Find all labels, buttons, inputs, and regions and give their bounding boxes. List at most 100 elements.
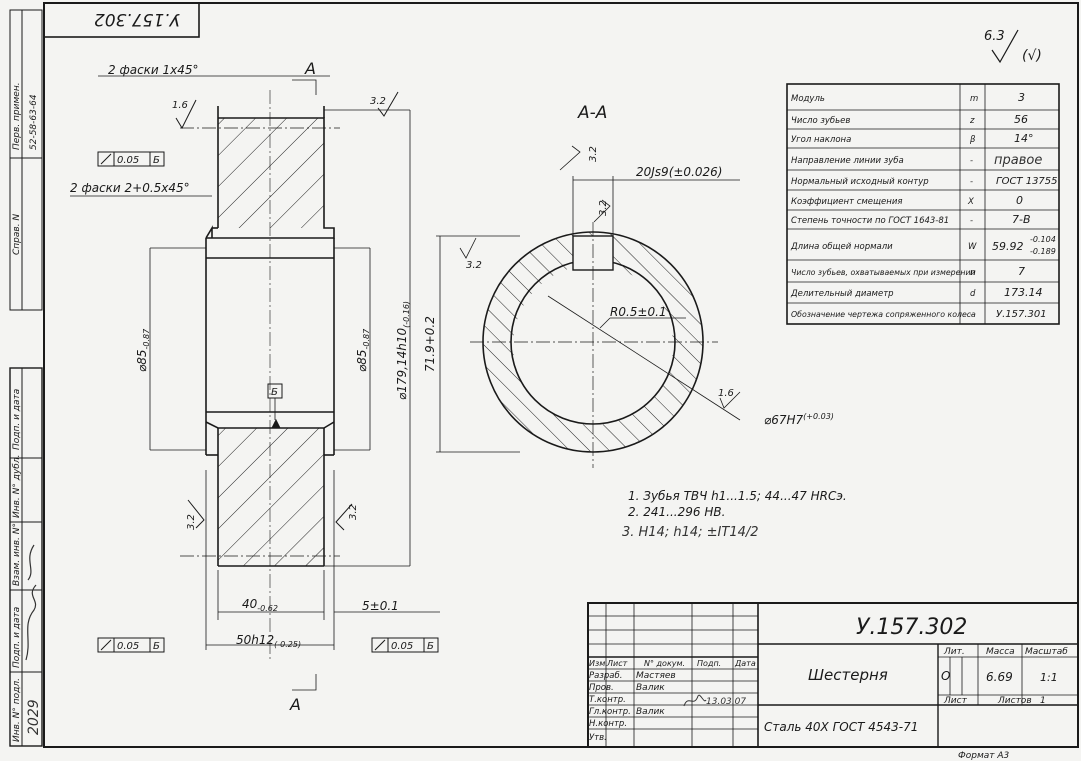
svg-text:56: 56 [1014, 113, 1028, 126]
chamfer-note-2: 2 фаски 2+0.5x45° [70, 181, 190, 195]
svg-text:Б: Б [271, 387, 278, 398]
radius-dim: R0.5±0.1 [610, 305, 667, 319]
svg-text:Утв.: Утв. [589, 733, 607, 743]
format-label: Формат А3 [958, 751, 1010, 761]
svg-text:Мастяев: Мастяев [636, 671, 676, 681]
svg-text:-: - [970, 177, 973, 187]
svg-text:(√): (√) [1022, 48, 1042, 64]
sheet-frame [9, 2, 1079, 748]
svg-text:О: О [941, 669, 950, 683]
svg-text:6.69: 6.69 [986, 670, 1013, 684]
svg-text:Угол наклона: Угол наклона [791, 135, 851, 145]
svg-text:Разраб.: Разраб. [589, 671, 622, 681]
svg-text:0.05: 0.05 [117, 155, 139, 166]
svg-text:X: X [967, 197, 974, 207]
svg-text:z: z [969, 116, 975, 126]
svg-text:1.6: 1.6 [718, 388, 734, 399]
svg-text:n: n [970, 268, 975, 278]
svg-text:Н.контр.: Н.контр. [589, 719, 627, 729]
svg-text:Модуль: Модуль [791, 94, 825, 104]
svg-text:Масса: Масса [986, 647, 1015, 657]
dim-40: 40-0.62 [242, 597, 278, 613]
title-block: Изм. Лист N° докум. Подп. Дата Разраб. М… [587, 602, 1079, 761]
general-roughness: 6.3 (√) [984, 29, 1042, 64]
technical-notes: 1. Зубья ТВЧ h1...1.5; 44...47 HRCэ. 2. … [622, 489, 847, 540]
svg-text:Число зубьев, охватываемых при: Число зубьев, охватываемых при измерении [791, 268, 976, 277]
margin-signature [25, 584, 37, 661]
section-title: А-А [577, 103, 607, 123]
svg-text:-0.104: -0.104 [1030, 235, 1056, 244]
svg-text:Валик: Валик [636, 683, 665, 693]
svg-text:14°: 14° [1014, 132, 1034, 145]
runout-frame-bottom-left [97, 637, 165, 653]
margin-labels: Перв. примен. 52-58-63-64 Справ. N Подп.… [12, 82, 42, 742]
signature-tkontr [683, 694, 707, 707]
tb-designation: У.157.302 [856, 615, 967, 640]
svg-text:Лит.: Лит. [943, 647, 965, 657]
runout-frame-top [97, 151, 165, 167]
bore-dim: ⌀67H7(+0.03) [764, 412, 834, 427]
svg-text:Б: Б [153, 155, 160, 166]
dim-hub: ⌀85-0.87 [355, 328, 371, 372]
section-mark-top: А [304, 59, 316, 78]
stamp-designation-upside-down: У.157.302 [94, 9, 180, 29]
svg-text:Листов: Листов [997, 696, 1032, 706]
svg-text:Направление линии зуба: Направление линии зуба [791, 156, 904, 166]
runout-frame-bottom-right [371, 637, 439, 653]
gear-side-section: 0.05 Б Б 0.05 Б 0.05 Б А А 2 фаски 1x45°… [70, 59, 440, 714]
svg-text:3.2: 3.2 [466, 260, 482, 271]
svg-text:-: - [970, 216, 973, 226]
svg-text:N° докум.: N° докум. [644, 659, 685, 668]
svg-text:-: - [970, 310, 973, 320]
svg-text:Изм.: Изм. [589, 659, 608, 668]
svg-text:1: 1 [1040, 696, 1046, 706]
svg-text:Т.контр.: Т.контр. [589, 695, 626, 705]
svg-text:Подп.: Подп. [697, 659, 721, 668]
svg-text:Пров.: Пров. [589, 683, 614, 693]
margin-inv-podl: Инв. N° подл. [12, 678, 22, 742]
tb-material: Сталь 40Х ГОСТ 4543-71 [764, 720, 918, 734]
svg-text:3.2: 3.2 [186, 514, 197, 530]
svg-text:173.14: 173.14 [1004, 286, 1043, 299]
svg-text:У.157.301: У.157.301 [996, 309, 1047, 320]
svg-text:ГОСТ 13755: ГОСТ 13755 [996, 176, 1058, 187]
svg-text:3.2: 3.2 [598, 200, 609, 216]
svg-text:W: W [968, 242, 977, 252]
svg-text:1:1: 1:1 [1040, 671, 1058, 684]
dim-bore: ⌀85-0.87 [135, 328, 151, 372]
depth-dim: 71.9+0.2 [423, 316, 437, 372]
svg-text:-: - [970, 156, 973, 166]
svg-text:Коэффициент смещения: Коэффициент смещения [791, 197, 902, 207]
svg-text:Дата: Дата [734, 659, 756, 668]
svg-text:m: m [970, 94, 978, 104]
gear-parameters-table: Модуль m 3 Число зубьев z 56 Угол наклон… [786, 83, 1060, 325]
svg-text:Степень точности по ГОСТ 1643-: Степень точности по ГОСТ 1643-81 [791, 216, 949, 226]
svg-text:правое: правое [994, 153, 1042, 168]
note-3: 3. H14; h14; ±IT14/2 [622, 525, 759, 540]
svg-text:13.03.07: 13.03.07 [706, 697, 746, 707]
svg-text:7-В: 7-В [1012, 213, 1031, 226]
svg-text:Обозначение чертежа сопряженно: Обозначение чертежа сопряженного колеса [791, 310, 976, 319]
svg-text:59.92: 59.92 [992, 240, 1024, 253]
svg-text:0.05: 0.05 [391, 641, 413, 652]
svg-text:Лист: Лист [606, 659, 628, 668]
tb-name: Шестерня [808, 666, 888, 684]
margin-sprav-no: Справ. N [12, 214, 22, 255]
svg-text:0.05: 0.05 [117, 641, 139, 652]
margin-perv-primen-value: 52-58-63-64 [29, 94, 39, 150]
svg-text:-0.189: -0.189 [1030, 247, 1056, 256]
svg-text:3.2: 3.2 [348, 504, 359, 520]
margin-inv-dubl: Инв. N° дубл. [12, 455, 22, 518]
dim-tip: ⌀179,14h10(-0.16) [395, 301, 411, 400]
svg-text:Лист: Лист [943, 696, 968, 706]
svg-text:Нормальный исходный контур: Нормальный исходный контур [791, 177, 929, 187]
dim-50: 50h12(-0.25) [236, 633, 301, 649]
svg-text:Масштаб: Масштаб [1025, 647, 1068, 657]
note-2: 2. 241...296 HB. [628, 505, 725, 519]
margin-podp-data-2: Подп. и дата [12, 607, 22, 668]
svg-text:3.2: 3.2 [370, 96, 386, 107]
note-1: 1. Зубья ТВЧ h1...1.5; 44...47 HRCэ. [628, 489, 847, 503]
svg-text:3.2: 3.2 [588, 146, 599, 162]
dim-5: 5±0.1 [362, 599, 399, 613]
